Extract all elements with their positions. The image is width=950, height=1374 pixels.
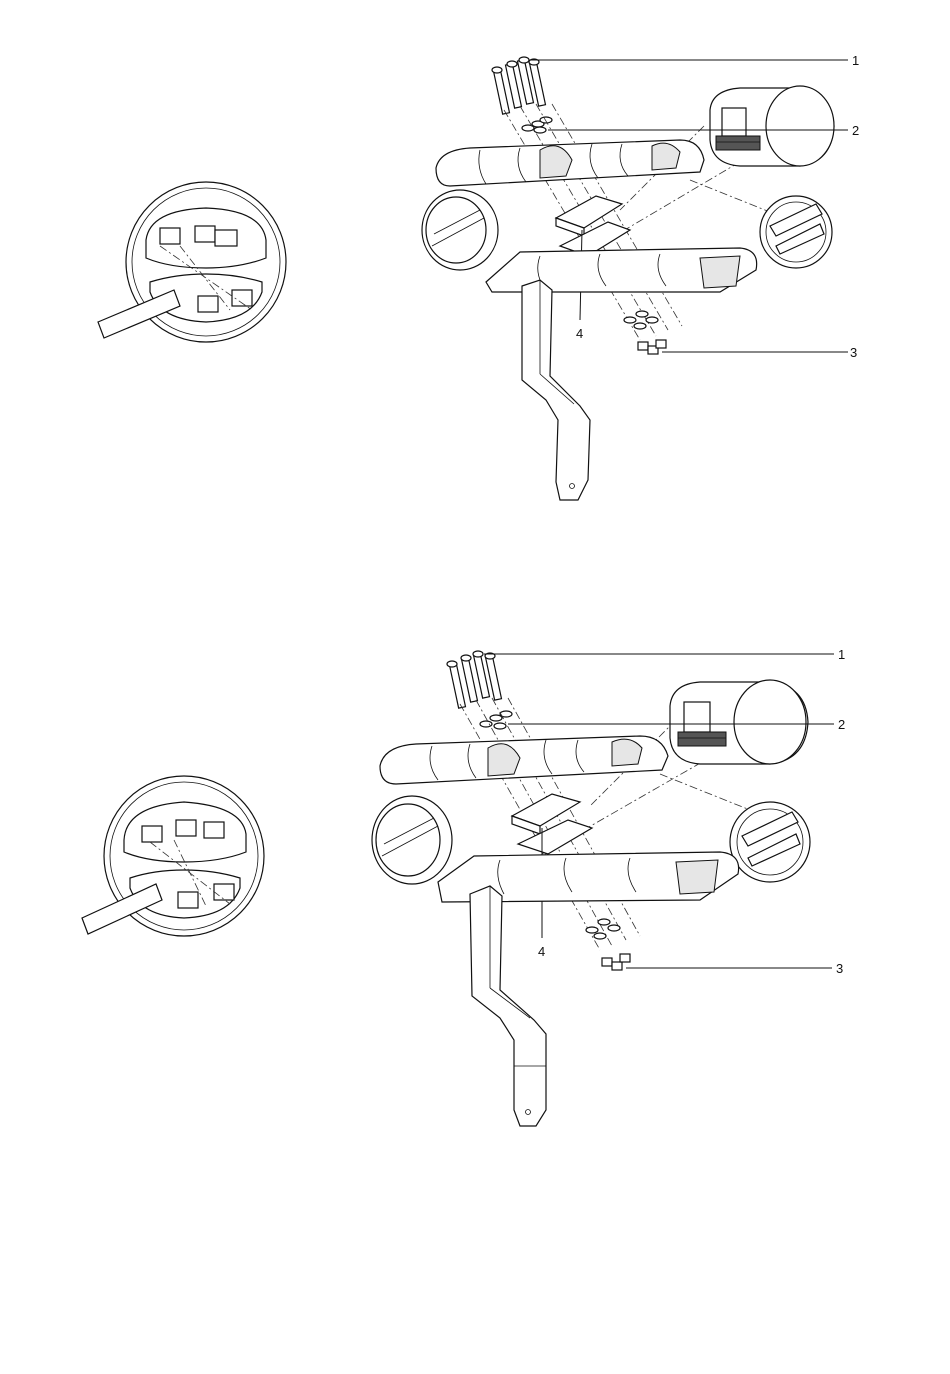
washers-bottom — [480, 711, 512, 729]
cylinder-housing-bottom — [670, 680, 808, 764]
callout-1-number-top: 1 — [852, 53, 859, 68]
upper-clamp-bar-bottom — [380, 736, 668, 784]
nuts-bottom — [586, 919, 630, 970]
callout-1-number-bottom: 1 — [838, 647, 845, 662]
callout-2-number-bottom: 2 — [838, 717, 845, 732]
detail-inset-bottom — [82, 776, 264, 936]
washers-top — [522, 117, 552, 133]
upper-clamp-bar-top — [436, 140, 704, 186]
detail-inset-top — [98, 182, 286, 342]
end-cap-left-bottom — [372, 796, 452, 884]
screws-top — [492, 57, 545, 114]
end-cap-right-bottom — [730, 802, 810, 882]
callout-3-number-bottom: 3 — [836, 961, 843, 976]
callout-4-number-bottom: 4 — [538, 944, 545, 959]
end-cap-right-top — [760, 196, 832, 268]
callout-2-number-top: 2 — [852, 123, 859, 138]
assembly-top: 1 2 3 4 — [98, 53, 859, 500]
callout-3-number-top: 3 — [850, 345, 857, 360]
cylinder-housing-top — [710, 86, 834, 166]
assembly-bottom: 1 2 3 4 — [82, 647, 845, 1126]
mounting-stem-bottom — [470, 886, 546, 1126]
end-cap-left-top — [422, 190, 498, 270]
callout-4-number-top: 4 — [576, 326, 583, 341]
